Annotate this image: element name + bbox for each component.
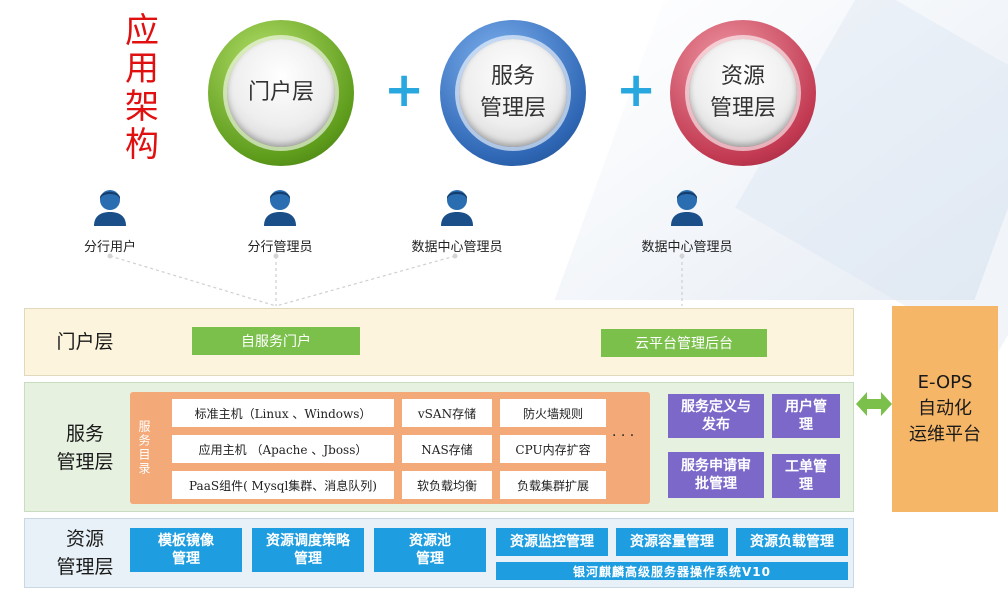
user-dc-admin: 数据中心管理员 xyxy=(622,186,752,255)
box-text: 管理 xyxy=(172,551,200,567)
connector-line xyxy=(275,255,456,307)
catalog-item: PaaS组件( Mysql集群、消息队列) xyxy=(172,471,394,499)
box-text: 发布 xyxy=(702,417,730,433)
user-label: 分行管理员 xyxy=(247,240,313,255)
layer-label: 资源 管理层 xyxy=(35,525,135,581)
box-text: 管理 xyxy=(294,551,322,567)
portal-layer-ring: 门户层 xyxy=(208,20,354,166)
user-icon xyxy=(441,190,473,226)
layer-label: 门户层 xyxy=(56,331,114,353)
layer-label-line: 服务 xyxy=(65,423,104,445)
user-management-box: 用户管 理 xyxy=(772,394,840,438)
box-text: 资源池 xyxy=(409,533,451,549)
service-layer-ring: 服务 管理层 xyxy=(440,20,586,166)
ring-text: 门户层 xyxy=(247,80,314,105)
template-image-box: 模板镜像 管理 xyxy=(130,528,242,572)
title-char: 构 xyxy=(125,125,159,165)
service-approval-box: 服务申请审 批管理 xyxy=(668,452,764,498)
user-dc-admin: 数据中心管理员 xyxy=(392,186,522,255)
box-text: 理 xyxy=(799,417,813,433)
resource-pool-box: 资源池 管理 xyxy=(374,528,486,572)
ring-text: 服务 xyxy=(490,64,535,89)
box-text: 批管理 xyxy=(695,476,737,492)
service-definition-box: 服务定义与 发布 xyxy=(668,394,764,438)
user-label: 数据中心管理员 xyxy=(411,240,503,255)
eops-text: 自动化 xyxy=(918,398,972,419)
box-text: 管理 xyxy=(416,551,444,567)
resource-capacity-box: 资源容量管理 xyxy=(616,528,728,556)
ring-label: 服务 管理层 xyxy=(459,39,567,147)
layer-label-line: 管理层 xyxy=(56,451,114,473)
layer-label: 服务 管理层 xyxy=(35,420,135,476)
double-arrow-icon xyxy=(856,392,892,416)
title-char: 用 xyxy=(125,49,159,89)
user-branch-user: 分行用户 xyxy=(70,186,150,255)
os-bar: 银河麒麟高级服务器操作系统V10 xyxy=(496,562,848,580)
ring-label: 资源 管理层 xyxy=(689,39,797,147)
catalog-item: 标准主机（Linux 、Windows） xyxy=(172,399,394,427)
user-icon xyxy=(94,190,126,226)
box-text: 理 xyxy=(799,477,813,493)
page-title: 应 用 架 构 xyxy=(122,12,162,164)
box-text: 用户管 xyxy=(785,399,827,415)
user-label: 数据中心管理员 xyxy=(641,240,733,255)
self-service-portal-box: 自服务门户 xyxy=(192,327,360,355)
ring-text: 管理层 xyxy=(709,96,776,121)
plus-icon: + xyxy=(384,62,425,118)
ticket-management-box: 工单管 理 xyxy=(772,454,840,498)
layer-label-line: 管理层 xyxy=(56,556,114,578)
catalog-item: 防火墙规则 xyxy=(500,399,606,427)
title-char: 架 xyxy=(125,87,159,127)
scheduling-policy-box: 资源调度策略 管理 xyxy=(252,528,364,572)
resource-load-box: 资源负载管理 xyxy=(736,528,848,556)
plus-icon: + xyxy=(616,62,657,118)
catalog-tag: 服务目录 xyxy=(137,420,151,476)
box-text: 服务申请审 xyxy=(681,458,751,474)
box-text: 模板镜像 xyxy=(158,533,214,549)
user-icon xyxy=(264,190,296,226)
eops-text: 运维平台 xyxy=(909,424,981,445)
box-text: 服务定义与 xyxy=(681,399,751,415)
cloud-admin-box: 云平台管理后台 xyxy=(601,329,767,357)
connector-line xyxy=(109,255,277,307)
resource-layer-ring: 资源 管理层 xyxy=(670,20,816,166)
user-branch-admin: 分行管理员 xyxy=(230,186,330,255)
catalog-item: NAS存储 xyxy=(402,435,492,463)
user-label: 分行用户 xyxy=(83,240,136,255)
eops-text: E-OPS xyxy=(917,372,973,393)
box-text: 资源调度策略 xyxy=(266,533,350,549)
catalog-item: 负载集群扩展 xyxy=(500,471,606,499)
layer-label-line: 资源 xyxy=(65,528,104,550)
ring-label: 门户层 xyxy=(227,39,335,147)
ring-text: 管理层 xyxy=(479,96,546,121)
user-icon xyxy=(671,190,703,226)
ellipsis: · · · xyxy=(612,428,635,444)
eops-platform-box: E-OPS 自动化 运维平台 xyxy=(892,306,998,512)
title-char: 应 xyxy=(125,11,159,51)
catalog-item: vSAN存储 xyxy=(402,399,492,427)
catalog-item: CPU内存扩容 xyxy=(500,435,606,463)
ring-text: 资源 xyxy=(720,64,765,89)
catalog-item: 软负载均衡 xyxy=(402,471,492,499)
resource-monitor-box: 资源监控管理 xyxy=(496,528,608,556)
catalog-item: 应用主机 （Apache 、Jboss） xyxy=(172,435,394,463)
box-text: 工单管 xyxy=(785,459,827,475)
